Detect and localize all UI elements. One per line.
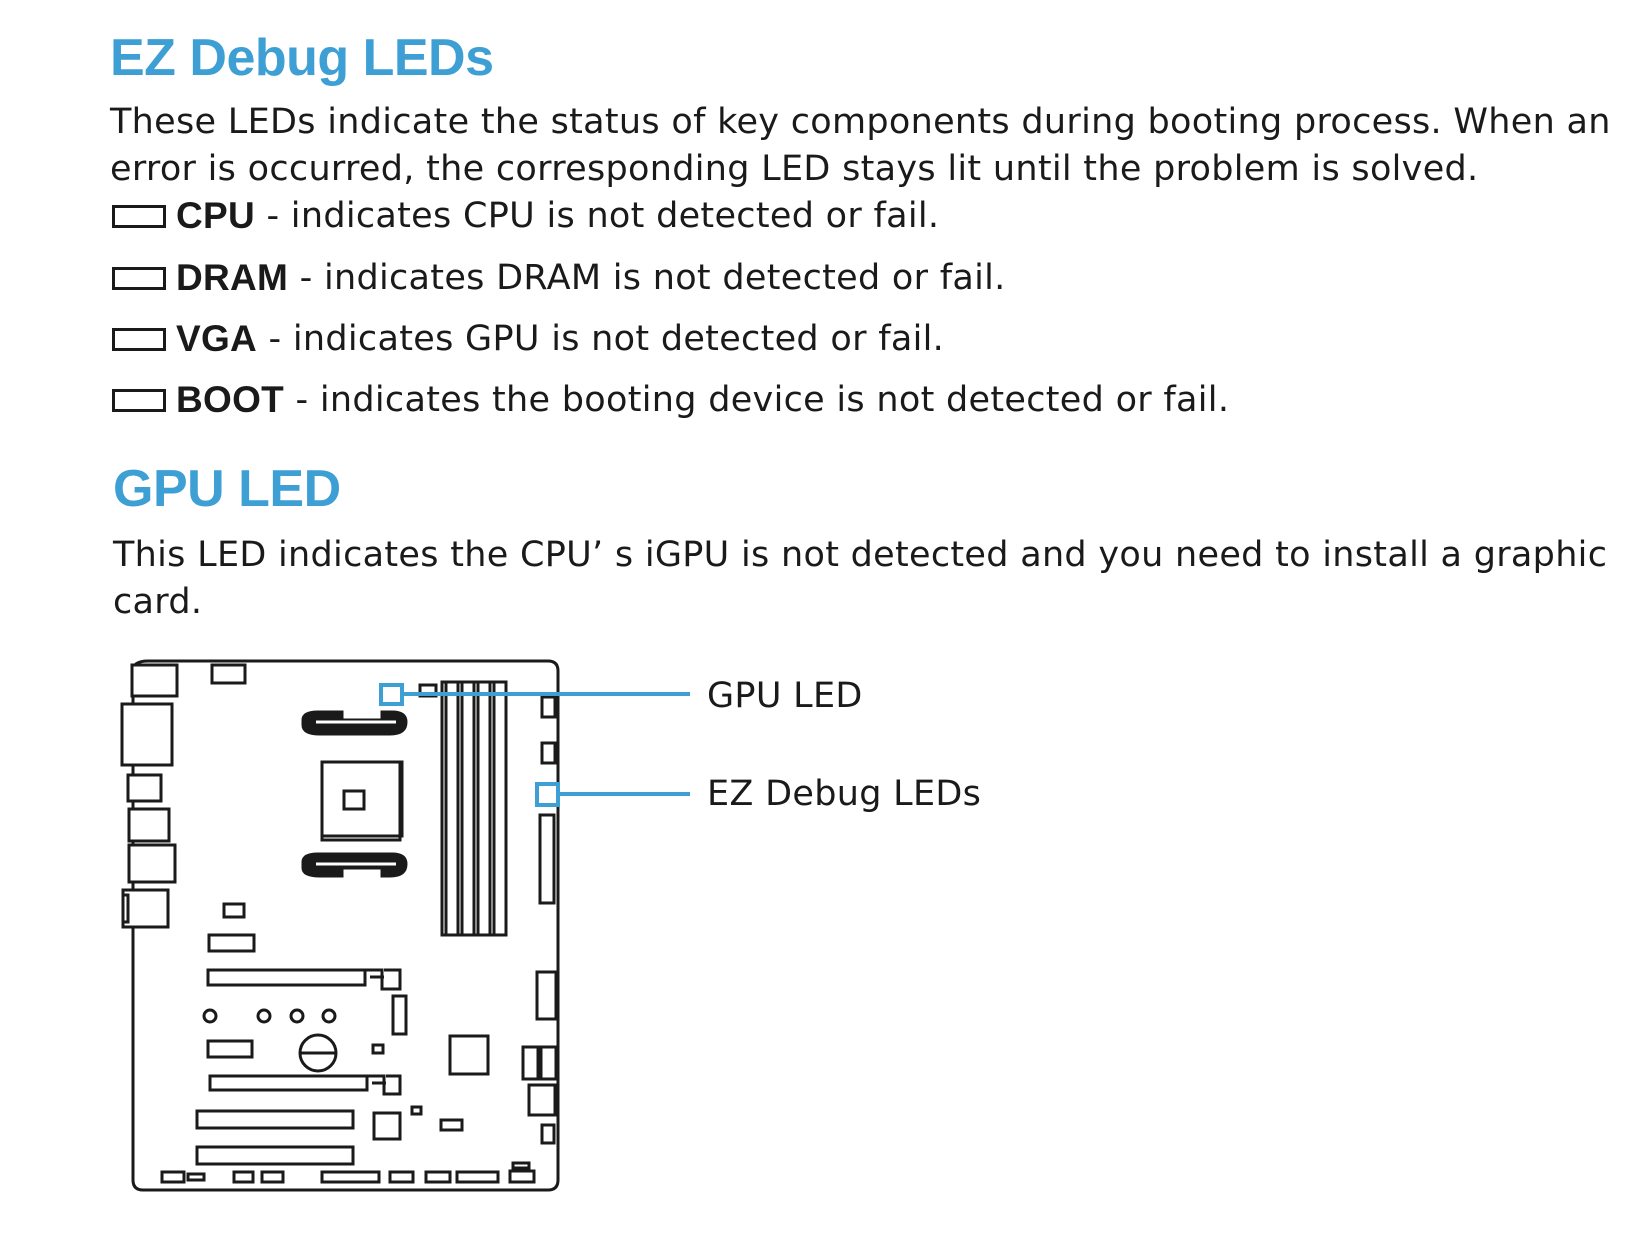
led-item-boot: BOOT - indicates the booting device is n…: [112, 378, 1229, 422]
led-item-desc: - indicates DRAM is not detected or fail…: [288, 258, 1006, 298]
small-chip: [371, 1043, 385, 1055]
led-item-name: VGA: [176, 318, 258, 359]
small-connector: [206, 1039, 254, 1059]
ez-debug-leds-description: These LEDs indicate the status of key co…: [110, 102, 1611, 189]
led-item-desc: - indicates CPU is not detected or fail.: [255, 196, 940, 236]
dimm-slots: [440, 680, 508, 937]
led-item-dram: DRAM - indicates DRAM is not detected or…: [112, 256, 1006, 300]
m2-slot: [207, 933, 256, 953]
pcie-slot: [206, 968, 402, 991]
header-connector: [210, 663, 247, 685]
rear-io-panel: [120, 663, 179, 929]
gpu-led-description: This LED indicates the CPU’ s iGPU is no…: [113, 535, 1608, 622]
led-indicator-icon: [112, 204, 166, 228]
led-item-vga: VGA - indicates GPU is not detected or f…: [112, 317, 944, 361]
led-indicator-icon: [112, 327, 166, 351]
pci-slot: [195, 1109, 355, 1130]
led-indicator-icon: [112, 266, 166, 290]
led-item-name: DRAM: [176, 257, 289, 298]
pcie-slot: [208, 1074, 402, 1096]
chipset: [448, 1034, 490, 1076]
gpu-led-label: GPU LED: [707, 676, 863, 716]
led-item-cpu: CPU - indicates CPU is not detected or f…: [112, 194, 939, 238]
right-edge-connectors: [521, 695, 558, 1145]
mount-holes: [202, 1008, 337, 1024]
small-chip: [439, 1118, 464, 1132]
led-item-name: CPU: [176, 195, 256, 236]
ez-debug-leds-label: EZ Debug LEDs: [707, 774, 982, 814]
pci-slot: [195, 1145, 355, 1166]
gpu-led-callout: [379, 683, 690, 706]
small-connector: [391, 994, 408, 1036]
ez-debug-leds-callout: [535, 782, 690, 807]
gpu-led-heading: GPU LED: [113, 460, 341, 518]
small-chip: [410, 1105, 423, 1116]
small-chip: [372, 1111, 402, 1141]
led-item-name: BOOT: [176, 379, 285, 420]
small-chip: [222, 902, 246, 919]
cpu-socket: [301, 710, 408, 878]
led-item-desc: - indicates GPU is not detected or fail.: [257, 319, 945, 359]
led-item-desc: - indicates the booting device is not de…: [284, 380, 1230, 420]
led-indicator-icon: [112, 388, 166, 412]
ez-debug-leds-heading: EZ Debug LEDs: [110, 29, 494, 87]
bottom-headers: [160, 1161, 536, 1184]
